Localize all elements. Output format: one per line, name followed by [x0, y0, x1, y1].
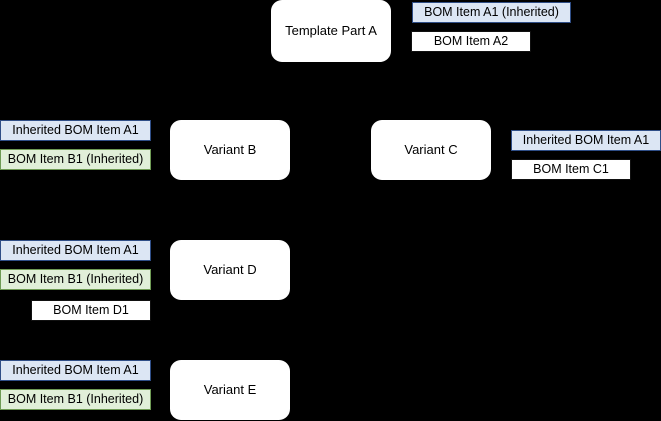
- bom-item-label: BOM Item A1 (Inherited): [424, 4, 559, 19]
- variant-b-inherited-bom-item-a1[interactable]: Inherited BOM Item A1: [0, 120, 151, 141]
- bom-item-label: Inherited BOM Item A1: [12, 362, 139, 377]
- variant-c-inherited-bom-item-a1[interactable]: Inherited BOM Item A1: [511, 130, 661, 151]
- node-variant-e[interactable]: Variant E: [170, 360, 290, 420]
- bom-item-label: Inherited BOM Item A1: [522, 132, 650, 147]
- node-label: Variant D: [203, 262, 257, 278]
- bom-item-a2[interactable]: BOM Item A2: [411, 31, 531, 52]
- bom-item-label: BOM Item C1: [533, 161, 609, 176]
- node-template-part-a[interactable]: Template Part A: [271, 0, 391, 62]
- bom-item-label: BOM Item B1 (Inherited): [7, 151, 144, 166]
- node-label: Template Part A: [285, 23, 377, 39]
- bom-item-label: BOM Item B1 (Inherited): [7, 391, 144, 406]
- node-label: Variant B: [203, 142, 257, 158]
- variant-e-bom-item-b1-inherited[interactable]: BOM Item B1 (Inherited): [0, 389, 151, 410]
- node-variant-b[interactable]: Variant B: [170, 120, 290, 180]
- variant-c-bom-item-c1[interactable]: BOM Item C1: [511, 159, 631, 180]
- variant-e-inherited-bom-item-a1[interactable]: Inherited BOM Item A1: [0, 360, 151, 381]
- bom-item-label: Inherited BOM Item A1: [12, 242, 139, 257]
- variant-d-bom-item-d1[interactable]: BOM Item D1: [31, 300, 151, 321]
- node-variant-d[interactable]: Variant D: [170, 240, 290, 300]
- bom-item-label: Inherited BOM Item A1: [12, 122, 139, 137]
- node-variant-c[interactable]: Variant C: [371, 120, 491, 180]
- variant-b-bom-item-b1-inherited[interactable]: BOM Item B1 (Inherited): [0, 149, 151, 170]
- node-label: Variant C: [404, 142, 458, 158]
- bom-item-label: BOM Item B1 (Inherited): [7, 271, 144, 286]
- variant-d-bom-item-b1-inherited[interactable]: BOM Item B1 (Inherited): [0, 269, 151, 290]
- node-label: Variant E: [203, 382, 257, 398]
- variant-d-inherited-bom-item-a1[interactable]: Inherited BOM Item A1: [0, 240, 151, 261]
- bom-item-label: BOM Item A2: [433, 33, 509, 48]
- bom-item-label: BOM Item D1: [53, 302, 129, 317]
- bom-item-a1-inherited[interactable]: BOM Item A1 (Inherited): [412, 2, 571, 23]
